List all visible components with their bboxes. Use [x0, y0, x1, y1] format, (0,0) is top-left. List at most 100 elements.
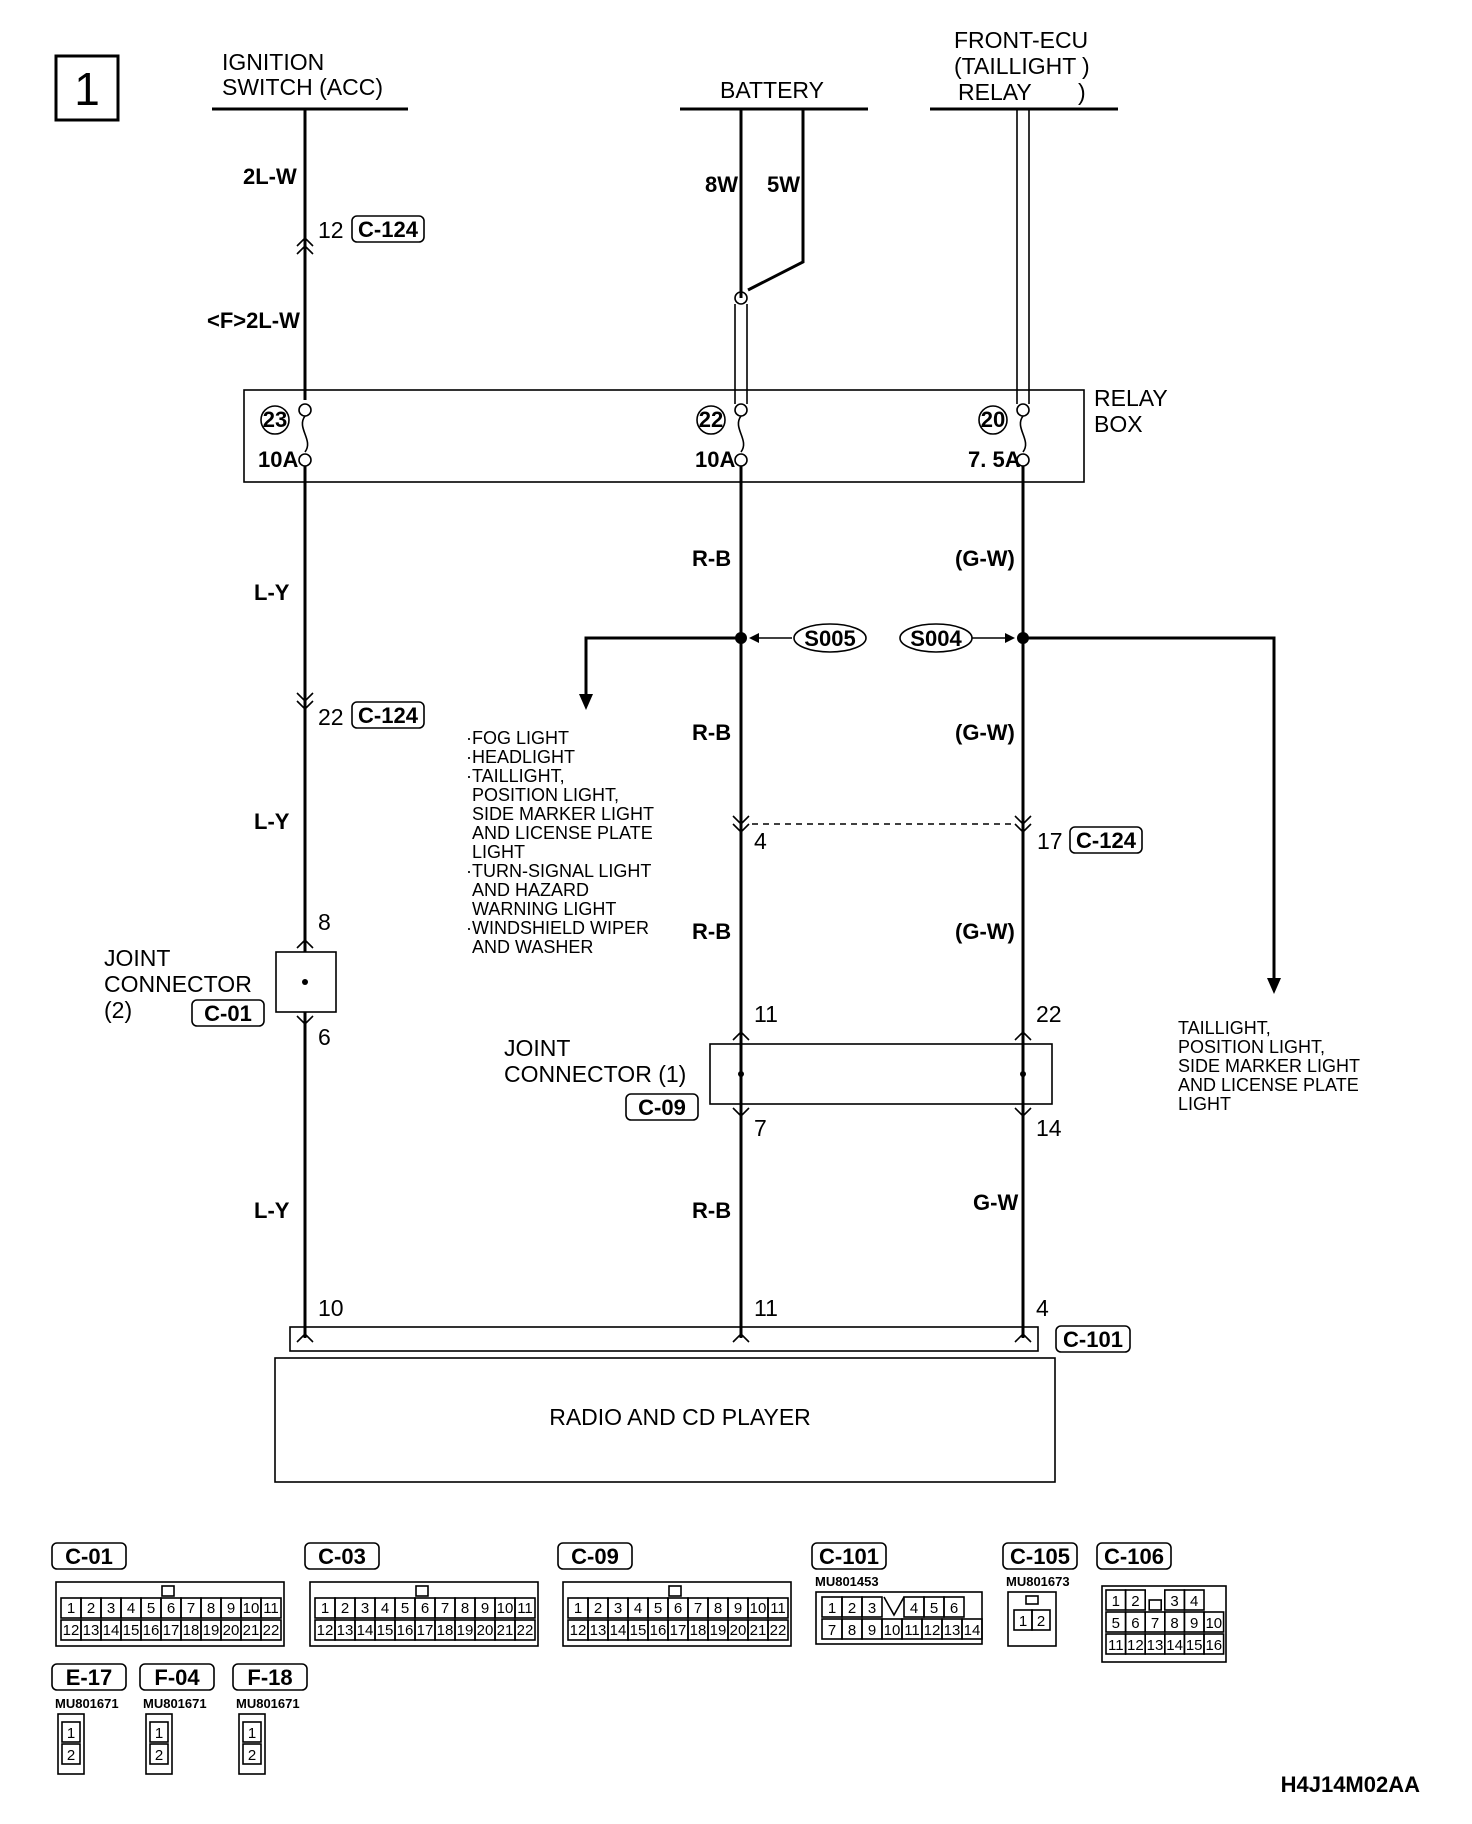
- s004-leader-arrow: [1005, 633, 1015, 643]
- pin-number: 4: [910, 1600, 918, 1617]
- fog-item-12: AND WASHER: [472, 937, 593, 957]
- fog-item-11: ·WINDSHIELD WIPER: [466, 918, 649, 938]
- cv-f18-tag-box: [232, 1663, 308, 1691]
- pin-number: 1: [828, 1600, 836, 1617]
- joint-connector-2-label-1: JOINT: [104, 945, 170, 971]
- cv-c01-housing: [55, 1581, 285, 1647]
- pin-cell: [242, 1743, 262, 1765]
- pin-number: 2: [848, 1600, 856, 1617]
- pin-number: 9: [868, 1622, 876, 1639]
- ignition-label-2: SWITCH (ACC): [222, 74, 383, 100]
- wire-label-2l-w: 2L-W: [243, 164, 297, 189]
- pin-number: 14: [610, 1622, 627, 1639]
- front-ecu-label-1: FRONT-ECU: [954, 27, 1088, 53]
- pin-number: 22: [517, 1622, 534, 1639]
- pin-4a: 4: [754, 828, 767, 854]
- c124-tag-3: C-124: [1076, 828, 1137, 853]
- connector-chevron-c124-4: [732, 815, 750, 834]
- wire-label-5w: 5W: [767, 172, 800, 197]
- pin-number: 1: [321, 1600, 329, 1617]
- pin-number: 13: [590, 1622, 607, 1639]
- cv-c105-housing: [1007, 1591, 1057, 1647]
- pin-number: 9: [481, 1600, 489, 1617]
- joint-connector-1-node-left: [738, 1071, 744, 1077]
- fuse-23-rating: 10A: [258, 447, 298, 472]
- joint-connector-2-label-3: (2): [104, 997, 132, 1023]
- cv-c101-tag-box: [811, 1542, 887, 1570]
- pin-number: 4: [634, 1600, 642, 1617]
- wire-label-l-y-1: L-Y: [254, 580, 290, 605]
- pin-number: 10: [243, 1600, 260, 1617]
- pin-22a: 22: [318, 704, 344, 730]
- taillight-branch-arrow: [1267, 978, 1281, 994]
- pin-number: 4: [1190, 1593, 1198, 1610]
- pin-number: 11: [770, 1600, 786, 1617]
- cv-c01-tag: C-01: [65, 1544, 113, 1569]
- tail-item-1: TAILLIGHT,: [1178, 1018, 1271, 1038]
- pin-number: 2: [67, 1747, 75, 1764]
- wire-label-g-w-3: (G-W): [955, 919, 1015, 944]
- wire-label-r-b-3: R-B: [692, 919, 731, 944]
- fuse-22-number-circle: [696, 405, 726, 435]
- joint-connector-1-label-1: JOINT: [504, 1035, 570, 1061]
- front-ecu-paren-2: ): [1078, 79, 1086, 105]
- pin-17: 17: [1037, 828, 1063, 854]
- battery-splice: [734, 291, 748, 305]
- splice-s004-tag-box: [899, 623, 973, 653]
- pin-number: 13: [1147, 1637, 1164, 1654]
- tail-item-4: AND LICENSE PLATE: [1178, 1075, 1359, 1095]
- fog-branch-destinations: ·FOG LIGHT ·HEADLIGHT ·TAILLIGHT, POSITI…: [466, 728, 654, 957]
- pin-7: 7: [754, 1115, 767, 1141]
- pin-number: 5: [1112, 1615, 1120, 1632]
- pin-number: 11: [904, 1622, 920, 1639]
- cv-f18-part: MU801671: [236, 1696, 300, 1711]
- cv-c03-housing: [309, 1581, 539, 1647]
- pin-number: 10: [750, 1600, 767, 1617]
- pin-number: 15: [377, 1622, 394, 1639]
- cv-c09-tag: C-09: [571, 1544, 619, 1569]
- pin-number: 5: [654, 1600, 662, 1617]
- pin-number: 8: [461, 1600, 469, 1617]
- fuse-22-number: 22: [699, 407, 723, 432]
- c09-tag-box: [625, 1093, 699, 1121]
- pin-number: 7: [694, 1600, 702, 1617]
- radio-cd-player-box: [274, 1357, 1056, 1483]
- diagram-number: 1: [74, 63, 100, 115]
- pin-number: 11: [1108, 1637, 1124, 1654]
- cv-e17-tag: E-17: [66, 1665, 112, 1690]
- pin-cell: [149, 1721, 169, 1743]
- pin-number: 1: [67, 1725, 75, 1742]
- c101-chevron-10: [296, 1332, 314, 1343]
- pin-number: 4: [381, 1600, 389, 1617]
- cv-f18-tag: F-18: [247, 1665, 292, 1690]
- ignition-label-1: IGNITION: [222, 49, 324, 75]
- c01-tag: C-01: [204, 1001, 252, 1026]
- fog-item-9: AND HAZARD: [472, 880, 589, 900]
- pin-number: 17: [417, 1622, 434, 1639]
- pin-number: 3: [614, 1600, 622, 1617]
- cv-c09-latch: [668, 1585, 682, 1597]
- c101-chevron-11: [732, 1332, 750, 1343]
- pin-number: 20: [477, 1622, 494, 1639]
- pin-number: 18: [437, 1622, 454, 1639]
- pin-6: 6: [318, 1024, 331, 1050]
- pin-number: 1: [248, 1725, 256, 1742]
- c101-tag-box: [1055, 1325, 1131, 1353]
- wire-label-g-w-4: G-W: [973, 1190, 1018, 1215]
- pin-number: 5: [930, 1600, 938, 1617]
- pin-number: 12: [1127, 1637, 1144, 1654]
- cv-c03-latch: [415, 1585, 429, 1597]
- c124-tag-3-box: [1069, 826, 1143, 854]
- pin-number: 17: [670, 1622, 687, 1639]
- pin-number: 1: [67, 1600, 75, 1617]
- wire-label-f-2l-w: <F>2L-W: [207, 308, 300, 333]
- pin-number: 14: [964, 1622, 981, 1639]
- pin-number: 15: [123, 1622, 140, 1639]
- c101-tag: C-101: [1063, 1327, 1123, 1352]
- fog-branch-arrow: [579, 694, 593, 710]
- joint-connector-1-label-2: CONNECTOR (1): [504, 1061, 686, 1087]
- wire-label-8w: 8W: [705, 172, 738, 197]
- c09-tag: C-09: [638, 1095, 686, 1120]
- pin-number: 11: [517, 1600, 533, 1617]
- front-ecu-paren: ): [1082, 53, 1090, 79]
